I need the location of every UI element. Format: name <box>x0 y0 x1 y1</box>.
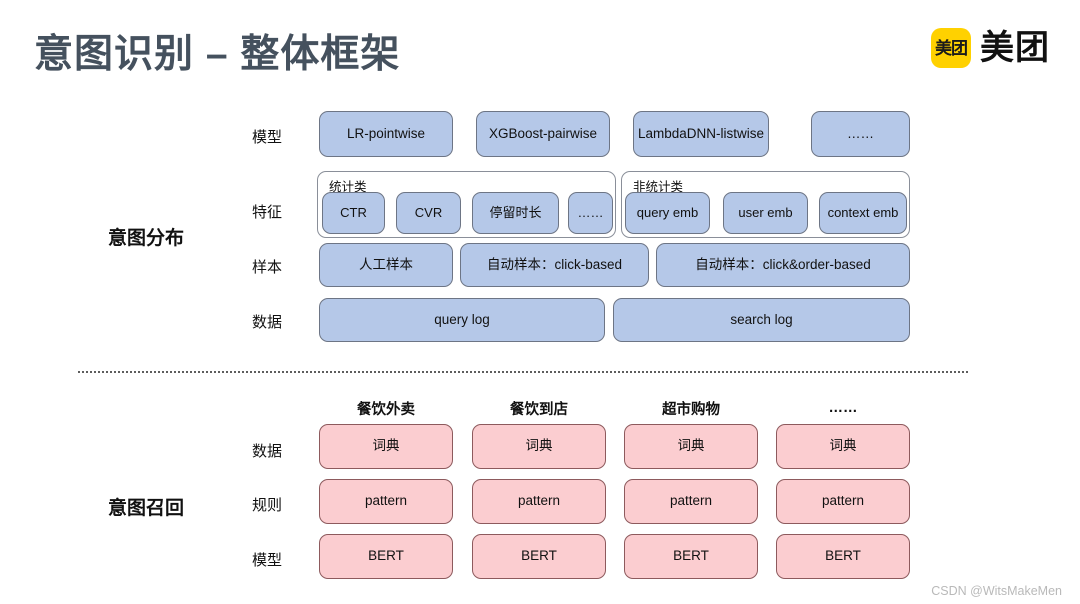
feature-box-user-emb[interactable]: user emb <box>723 192 808 234</box>
page-title: 意图识别 – 整体框架 <box>34 33 401 76</box>
row-label-data-bottom: 数据 <box>252 443 283 460</box>
row-label-model-bottom: 模型 <box>252 552 283 569</box>
recall-box-dict-4[interactable]: 词典 <box>776 424 910 469</box>
section-label-intent-distribution: 意图分布 <box>108 228 185 249</box>
sample-box-auto-click-order-based[interactable]: 自动样本：click&order-based <box>656 243 910 287</box>
recall-box-dict-1[interactable]: 词典 <box>319 424 453 469</box>
row-label-data-top: 数据 <box>252 314 283 331</box>
meituan-logo: 美团 美团 <box>931 28 1050 68</box>
recall-box-pattern-4[interactable]: pattern <box>776 479 910 524</box>
feature-box-statistical-more[interactable]: …… <box>568 192 613 234</box>
sample-box-manual[interactable]: 人工样本 <box>319 243 453 287</box>
column-header-more: …… <box>828 400 858 416</box>
feature-box-ctr[interactable]: CTR <box>322 192 385 234</box>
recall-box-pattern-3[interactable]: pattern <box>624 479 758 524</box>
recall-box-bert-3[interactable]: BERT <box>624 534 758 579</box>
recall-box-bert-4[interactable]: BERT <box>776 534 910 579</box>
model-box-more[interactable]: …… <box>811 111 910 157</box>
meituan-logo-mark: 美团 <box>931 28 971 68</box>
sample-box-auto-click-based[interactable]: 自动样本：click-based <box>460 243 649 287</box>
slide-header: 意图识别 – 整体框架 美团 美团 <box>0 0 1080 95</box>
meituan-logo-wordmark: 美团 <box>980 29 1050 67</box>
column-header-food-delivery: 餐饮外卖 <box>357 402 415 418</box>
data-box-search-log[interactable]: search log <box>613 298 910 342</box>
watermark: CSDN @WitsMakeMen <box>931 584 1062 598</box>
row-label-model-top: 模型 <box>252 129 283 146</box>
feature-box-cvr[interactable]: CVR <box>396 192 461 234</box>
row-label-feature: 特征 <box>252 204 283 221</box>
row-label-sample: 样本 <box>252 259 283 276</box>
feature-box-context-emb[interactable]: context emb <box>819 192 907 234</box>
model-box-xgboost-pairwise[interactable]: XGBoost-pairwise <box>476 111 610 157</box>
section-divider <box>78 371 968 373</box>
data-box-query-log[interactable]: query log <box>319 298 605 342</box>
column-header-dine-in: 餐饮到店 <box>510 402 568 418</box>
recall-box-bert-2[interactable]: BERT <box>472 534 606 579</box>
recall-box-dict-3[interactable]: 词典 <box>624 424 758 469</box>
recall-box-pattern-2[interactable]: pattern <box>472 479 606 524</box>
recall-box-dict-2[interactable]: 词典 <box>472 424 606 469</box>
section-label-intent-recall: 意图召回 <box>108 498 185 519</box>
feature-box-query-emb[interactable]: query emb <box>625 192 710 234</box>
feature-group-non-statistical-label: 非统计类 <box>633 180 684 194</box>
model-box-lambdadnn-listwise[interactable]: LambdaDNN-listwise <box>633 111 769 157</box>
feature-box-dwell-time[interactable]: 停留时长 <box>472 192 559 234</box>
recall-box-pattern-1[interactable]: pattern <box>319 479 453 524</box>
column-header-supermarket: 超市购物 <box>662 402 720 418</box>
row-label-rule: 规则 <box>252 497 283 514</box>
model-box-lr-pointwise[interactable]: LR-pointwise <box>319 111 453 157</box>
recall-box-bert-1[interactable]: BERT <box>319 534 453 579</box>
feature-group-statistical-label: 统计类 <box>329 180 367 194</box>
